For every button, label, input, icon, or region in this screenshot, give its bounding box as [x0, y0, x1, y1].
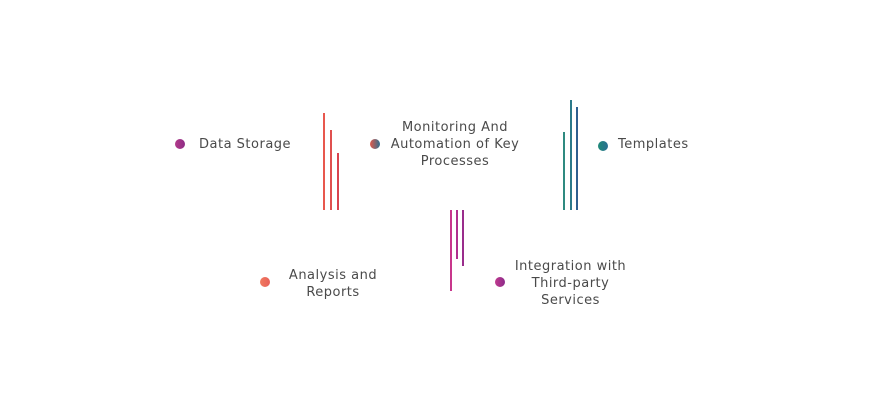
dot-integration	[495, 277, 505, 287]
dot-data-storage	[175, 139, 185, 149]
dot-templates	[598, 141, 608, 151]
label-templates: Templates	[618, 137, 689, 152]
dot-monitoring	[370, 139, 380, 149]
label-monitoring: Monitoring And Automation of Key Process…	[390, 120, 520, 169]
label-analysis: Analysis and Reports	[288, 268, 378, 300]
bar-group-templates	[563, 100, 578, 210]
bar-group-integration	[450, 210, 464, 291]
bar-group-data-storage	[323, 113, 339, 210]
dot-analysis	[260, 277, 270, 287]
label-integration: Integration with Third-party Services	[514, 259, 627, 308]
label-data-storage: Data Storage	[199, 137, 292, 152]
